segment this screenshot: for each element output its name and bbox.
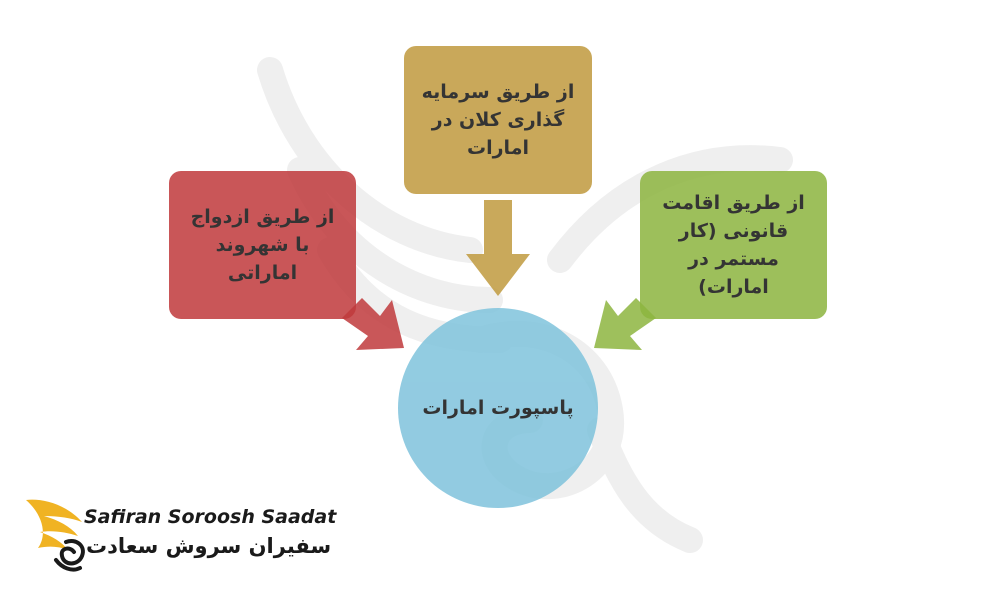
marriage-route-box: از طریق ازدواج با شهروند اماراتی [169,171,356,319]
investment-route-label: از طریق سرمایه گذاری کلان در امارات [421,81,575,159]
residence-route-label: از طریق اقامت قانونی (کار مستمر در امارا… [662,192,805,298]
logo-persian-name: سفیران سروش سعادت [86,534,332,558]
down-arrow-icon [466,200,530,296]
uae-passport-circle: پاسپورت امارات [398,308,598,508]
uae-passport-label: پاسپورت امارات [422,397,574,419]
diagonal-arrow-right-down-icon [342,298,404,350]
diagonal-arrow-left-down-icon [594,298,656,350]
golden-wing-icon [26,499,85,572]
investment-route-box: از طریق سرمایه گذاری کلان در امارات [404,46,592,194]
marriage-route-label: از طریق ازدواج با شهروند اماراتی [190,206,335,284]
company-logo: Safiran Soroosh Saadat سفیران سروش سعادت [22,494,336,584]
logo-english-name: Safiran Soroosh Saadat [84,506,337,528]
residence-route-box: از طریق اقامت قانونی (کار مستمر در امارا… [640,171,827,319]
